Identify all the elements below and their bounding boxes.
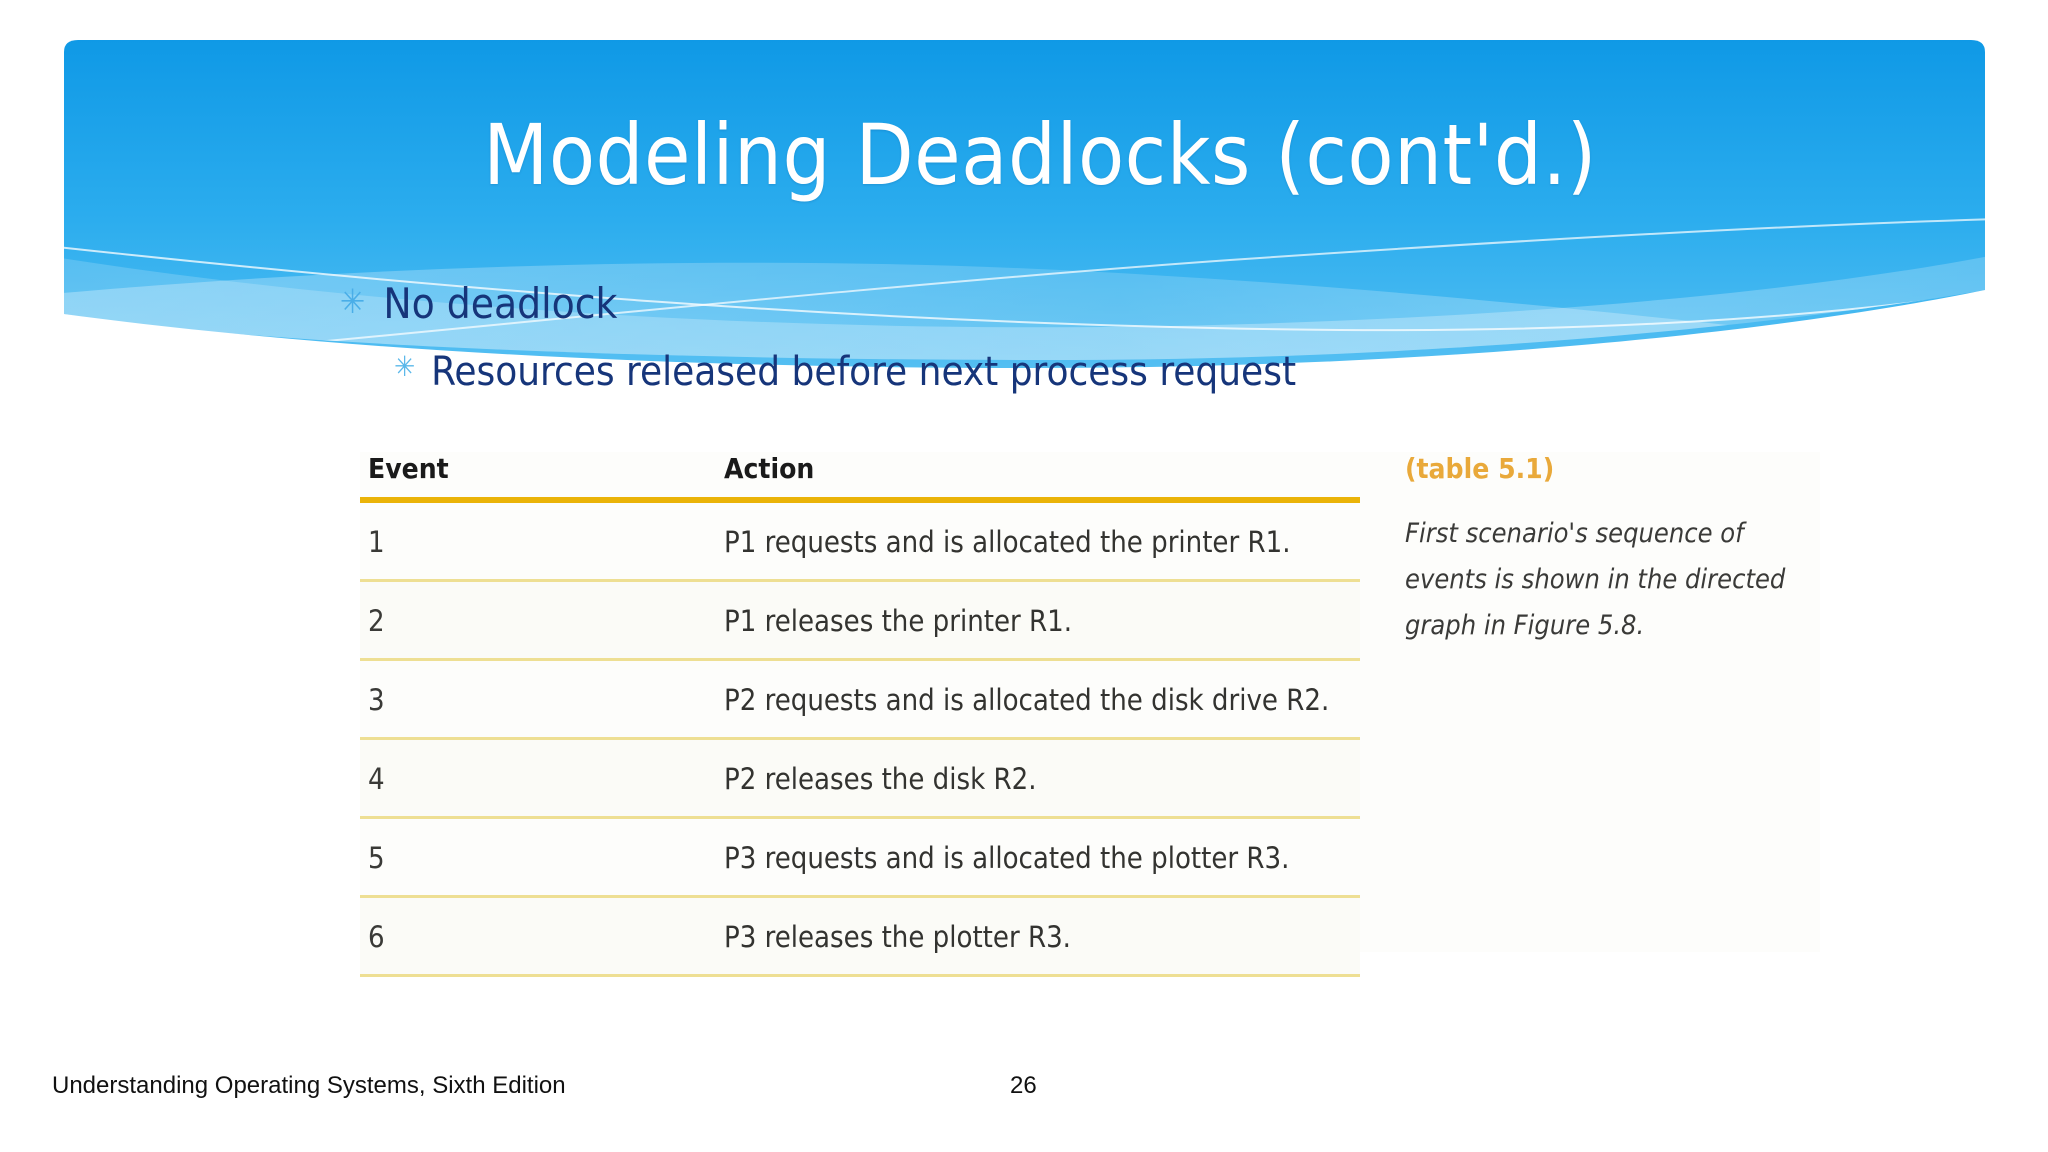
cell-action: P2 requests and is allocated the disk dr… [718,659,1360,740]
slide-title: Modeling Deadlocks (cont'd.) [483,106,1597,204]
bullet-level2: ✳ Resources released before next process… [394,347,1840,397]
bullet-level2-text: Resources released before next process r… [431,349,1297,395]
figure-table-5-1: Event Action 1 P1 requests and is alloca… [360,452,1820,977]
cell-action: P3 requests and is allocated the plotter… [718,817,1360,898]
cell-action: P1 requests and is allocated the printer… [718,500,1360,582]
table-row: 4 P2 releases the disk R2. [360,738,1360,819]
wave-hairline-a [64,243,1985,332]
caption-body: First scenario's sequence of events is s… [1405,518,1786,641]
cell-action: P3 releases the plotter R3. [718,896,1360,977]
event-action-table: Event Action 1 P1 requests and is alloca… [360,452,1360,977]
bullet-level1: ✳ No deadlock [340,278,1840,330]
cell-event: 6 [360,896,718,977]
table-body: 1 P1 requests and is allocated the print… [360,500,1360,977]
caption-label: (table 5.1) [1405,452,1555,485]
table-row: 2 P1 releases the printer R1. [360,580,1360,661]
wave-hairline-b [64,217,1985,360]
column-header-action: Action [718,452,1360,503]
footer-page-number: 26 [1010,1072,1037,1099]
table-row: 1 P1 requests and is allocated the print… [360,500,1360,582]
cell-event: 3 [360,659,718,740]
banner-svg [64,40,1985,368]
cell-event: 2 [360,580,718,661]
cell-event: 1 [360,500,718,582]
event-action-table-wrapper: Event Action 1 P1 requests and is alloca… [360,452,1360,977]
column-header-event: Event [360,452,718,503]
table-row: 5 P3 requests and is allocated the plott… [360,817,1360,898]
asterisk-subbullet-icon: ✳ [394,350,416,384]
cell-action: P2 releases the disk R2. [718,738,1360,819]
table-header-row: Event Action [360,452,1360,503]
cell-event: 4 [360,738,718,819]
cell-event: 5 [360,817,718,898]
title-banner-decoration [50,38,1999,368]
asterisk-bullet-icon: ✳ [340,282,366,322]
bullet-list: ✳ No deadlock ✳ Resources released befor… [340,278,1840,397]
table-row: 6 P3 releases the plotter R3. [360,896,1360,977]
footer-source-text: Understanding Operating Systems, Sixth E… [52,1072,566,1099]
table-head: Event Action [360,452,1360,503]
bullet-level1-text: No deadlock [383,279,618,328]
table-row: 3 P2 requests and is allocated the disk … [360,659,1360,740]
figure-caption: (table 5.1) First scenario's sequence of… [1405,452,1805,649]
cell-action: P1 releases the printer R1. [718,580,1360,661]
